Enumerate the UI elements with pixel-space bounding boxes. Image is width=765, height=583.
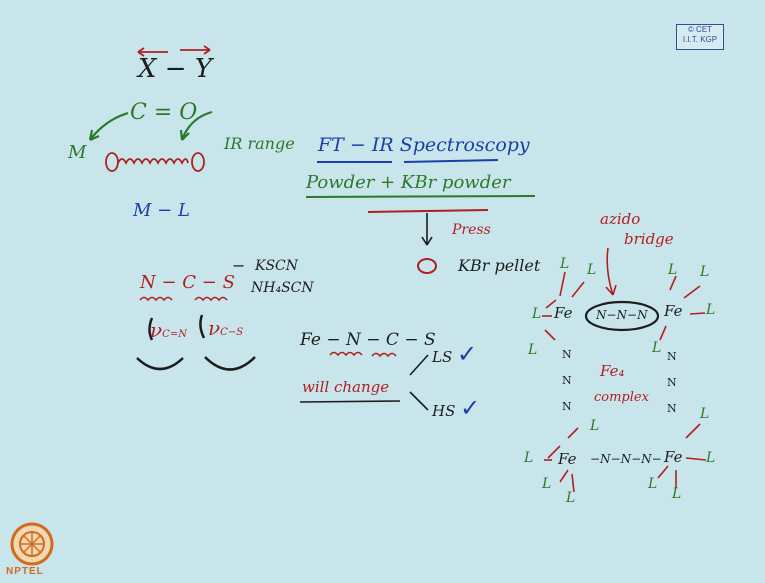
nu-cs-symbol: ν (208, 316, 221, 340)
label-nh4scn: NH₄SCN (251, 280, 314, 296)
fe-atom-bottom-right: Fe (664, 448, 683, 466)
ligand-l: L (566, 490, 576, 506)
label-fe4: Fe₄ (600, 362, 625, 380)
nu-cn-symbol: ν (150, 318, 163, 342)
ligand-l: L (652, 340, 662, 356)
azide-bridge-top: N−N−N (596, 308, 648, 322)
label-hs: HS ✓ (432, 394, 480, 422)
badge-line-2: I.I.T. KGP (682, 35, 718, 44)
ligand-l: L (668, 262, 678, 278)
label-ir-range: IR range (224, 134, 295, 153)
nu-cn: νC=N (150, 318, 187, 342)
x-y-bond: X − Y (138, 54, 212, 84)
nu-cn-subscript: C=N (162, 329, 187, 340)
azide-n: N (667, 350, 677, 363)
label-azido: azido (600, 210, 641, 228)
fe-atom-top-right: Fe (664, 302, 683, 320)
copyright-badge: © CET I.I.T. KGP (676, 24, 724, 50)
azide-n: N (667, 402, 677, 415)
hs-check-icon: ✓ (460, 394, 481, 422)
ligand-l: L (528, 342, 538, 358)
label-bridge: bridge (624, 230, 674, 248)
ligand-l: L (672, 486, 682, 502)
label-complex: complex (594, 390, 649, 405)
label-m-l: M − L (133, 200, 190, 221)
c-o-bond: C = O (130, 100, 198, 125)
hs-text: HS (432, 402, 456, 420)
ligand-l: L (706, 302, 716, 318)
ligand-l: L (532, 306, 542, 322)
azide-n: N (562, 374, 572, 387)
ligand-l: L (706, 450, 716, 466)
fe-atom-top-left: Fe (554, 304, 573, 322)
label-kscn: KSCN (255, 258, 299, 274)
nptel-logo-text: NPTEL (6, 566, 44, 577)
label-ncs: N − C − S (140, 272, 235, 293)
label-ls: LS ✓ (432, 340, 477, 368)
ligand-l: L (700, 264, 710, 280)
nu-cs-subscript: C−S (220, 327, 244, 338)
ligand-l: L (590, 418, 600, 434)
azide-n: N (667, 376, 677, 389)
label-kbr-pellet: KBr pellet (458, 256, 541, 275)
label-ncs-charge: − (232, 256, 246, 275)
fe-atom-bottom-left: Fe (558, 450, 577, 468)
azide-n: N (562, 400, 572, 413)
azide-bridge-bottom: −N−N−N− (590, 452, 662, 466)
label-press: Press (452, 222, 491, 238)
ls-text: LS (432, 348, 453, 366)
nptel-logo-icon: NPTEL (4, 514, 62, 580)
ligand-l: L (587, 262, 597, 278)
label-will-change: will change (302, 378, 390, 396)
ligand-l: L (700, 406, 710, 422)
label-fe-ncs: Fe − N − C − S (300, 330, 436, 350)
ligand-l: L (648, 476, 658, 492)
ligand-l: L (560, 256, 570, 272)
ls-check-icon: ✓ (457, 340, 478, 368)
ft-ir-title: FT − IR Spectroscopy (318, 134, 530, 156)
ligand-l: L (542, 476, 552, 492)
ligand-l: L (524, 450, 534, 466)
azide-n: N (562, 348, 572, 361)
nu-cs: νC−S (208, 316, 243, 340)
powder-kbr-line: Powder + KBr powder (306, 172, 511, 193)
badge-line-1: © CET (687, 25, 713, 34)
label-m: M (68, 142, 87, 163)
